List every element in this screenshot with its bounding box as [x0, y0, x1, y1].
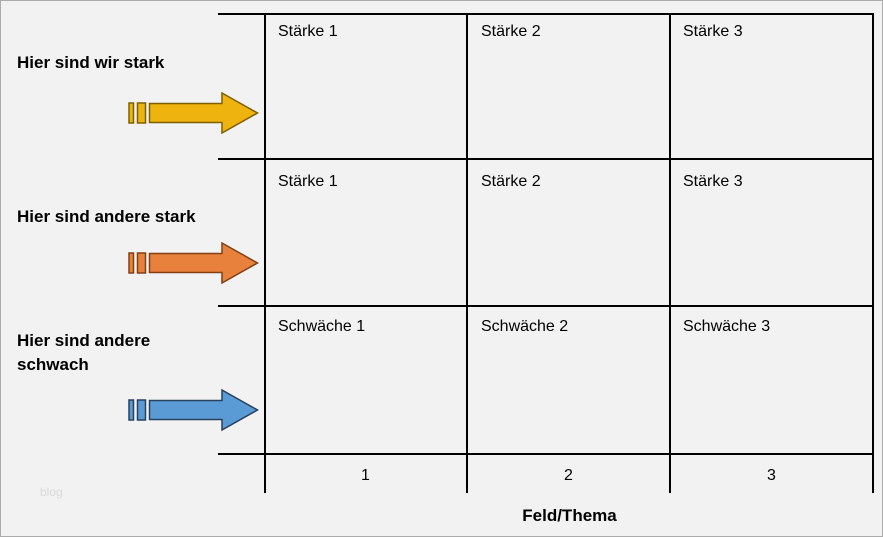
- cell-r2c1: Stärke 1: [278, 173, 338, 190]
- yellow-striped-arrow-icon: [128, 91, 259, 135]
- axis-tick-1: 1: [361, 467, 370, 484]
- grid-line-vertical-2: [466, 13, 468, 493]
- axis-title: Feld/Thema: [522, 506, 617, 525]
- cell-r1c3: Stärke 3: [683, 23, 743, 40]
- axis-tick-3: 3: [767, 467, 776, 484]
- grid-line-horizontal-1: [218, 13, 874, 15]
- grid-line-horizontal-2: [218, 158, 874, 160]
- blue-striped-arrow-icon: [128, 388, 259, 432]
- cell-r3c2: Schwäche 2: [481, 318, 569, 335]
- row-label-andere-stark: Hier sind andere stark: [17, 207, 196, 226]
- cell-r3c3: Schwäche 3: [683, 318, 771, 335]
- grid-line-horizontal-4: [218, 453, 874, 455]
- watermark-blog: blog: [40, 485, 63, 499]
- cell-r2c2: Stärke 2: [481, 173, 541, 190]
- row-label-andere-schwach: Hier sind andere schwach: [17, 331, 151, 374]
- grid-line-vertical-4: [872, 13, 874, 493]
- row-label-wir-stark: Hier sind wir stark: [17, 53, 165, 72]
- cell-r1c2: Stärke 2: [481, 23, 541, 40]
- grid-line-vertical-1: [264, 13, 266, 493]
- axis-tick-2: 2: [564, 467, 573, 484]
- cell-r1c1: Stärke 1: [278, 23, 338, 40]
- cell-r3c1: Schwäche 1: [278, 318, 366, 335]
- grid-line-horizontal-3: [218, 305, 874, 307]
- cell-r2c3: Stärke 3: [683, 173, 743, 190]
- grid-line-vertical-3: [669, 13, 671, 493]
- orange-striped-arrow-icon: [128, 241, 259, 285]
